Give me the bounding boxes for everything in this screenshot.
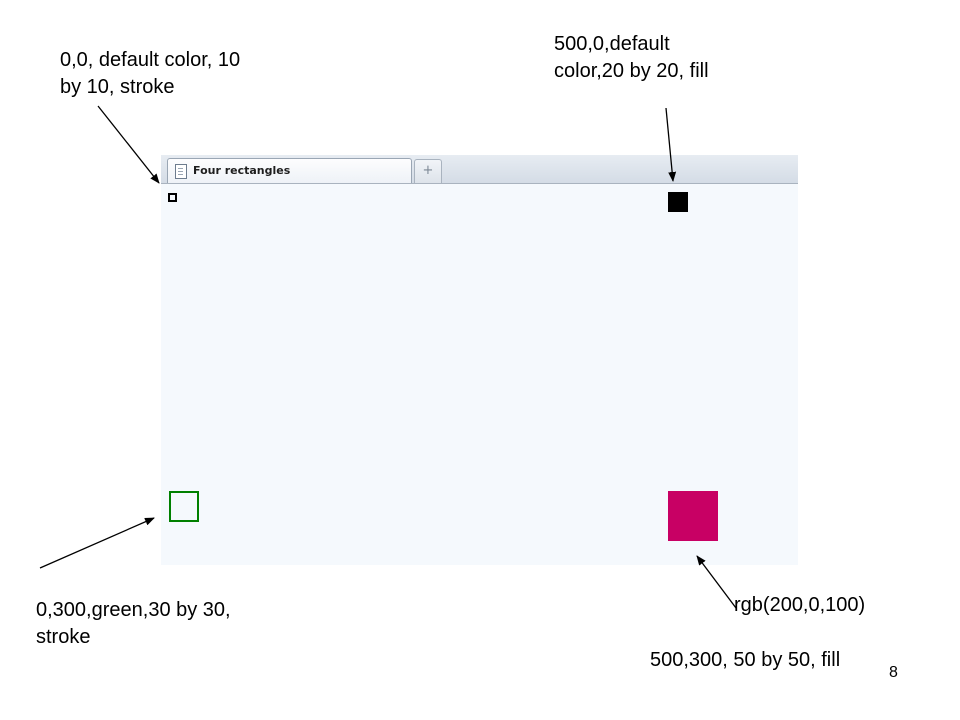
page-icon <box>175 164 187 179</box>
annotation-top-left-line1: 0,0, default color, 10 <box>60 49 241 71</box>
arrow-bottom-left <box>39 517 155 569</box>
tab-bar: Four rectangles + <box>161 155 798 184</box>
page-canvas <box>161 184 798 565</box>
new-tab-button[interactable]: + <box>414 159 442 183</box>
tab-four-rectangles[interactable]: Four rectangles <box>167 158 412 183</box>
annotation-bottom-left-line2: stroke <box>36 626 91 648</box>
annotation-top-left-line2: by 10, stroke <box>60 76 175 98</box>
arrow-top-left <box>97 105 160 184</box>
tab-title: Four rectangles <box>193 164 291 177</box>
annotation-top-right-line2: color,20 by 20, fill <box>554 60 709 82</box>
browser-window: Four rectangles + <box>161 155 798 565</box>
annotation-bottom-left-line1: 0,300,green,30 by 30, <box>36 599 231 621</box>
rect-stroke-green <box>169 491 199 522</box>
annotation-top-left: 0,0, default color, 10 by 10, stroke <box>60 47 240 101</box>
rect-fill-default <box>668 192 688 212</box>
annotation-bottom-right: 500,300, 50 by 50, fill <box>650 649 841 671</box>
annotation-bottom-left: 0,300,green,30 by 30, stroke <box>36 597 231 651</box>
slide-number: 8 <box>889 664 898 681</box>
rect-stroke-default <box>168 193 177 202</box>
annotation-top-right: 500,0,default color,20 by 20, fill <box>554 31 709 85</box>
annotation-color-rgb: rgb(200,0,100) <box>734 594 866 616</box>
annotation-top-right-line1: 500,0,default <box>554 33 670 55</box>
rect-fill-magenta <box>668 491 718 541</box>
